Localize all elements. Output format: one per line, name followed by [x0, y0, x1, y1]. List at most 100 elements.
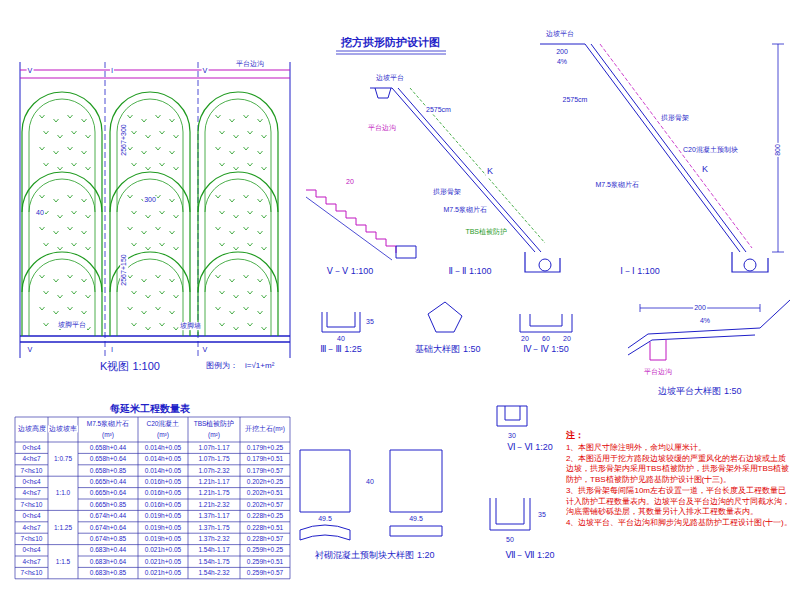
precast-layer [600, 44, 752, 248]
table-cell: 1.07h-2.32 [197, 467, 230, 474]
table-cell: 7<h≤10 [20, 501, 44, 508]
table-cell: 7<h≤10 [20, 467, 44, 474]
drawing-title: 挖方拱形防护设计图 [340, 36, 441, 48]
drawing-label: Ⅴ [202, 346, 209, 354]
drawing-label: Ⅴ [27, 346, 34, 354]
drawing-label: 800 [774, 143, 782, 157]
grass-symbol [40, 195, 91, 250]
toe-wall [20, 336, 290, 342]
drawing-label: Ⅱ－Ⅱ 1:100 [448, 267, 493, 277]
drawing-label: 平台边沟 [643, 368, 673, 376]
arch-frame-inner [29, 179, 95, 292]
table-cell: 0<h≤4 [21, 478, 41, 485]
grass-symbol [216, 115, 267, 170]
grass-symbol [216, 275, 267, 330]
table-cell: 0.683h+0.85 [89, 570, 127, 577]
table-cell: 0.674h+0.64 [89, 524, 127, 531]
table-header: 开挖土石(m³) [244, 425, 286, 432]
table-cell: 0.658h+0.85 [89, 467, 127, 474]
drawing-label: 50 [505, 536, 515, 544]
table-header: (m³) [156, 431, 170, 438]
section-detail [497, 406, 527, 426]
section-cut-line [105, 62, 198, 358]
drawing-label: Ⅲ－Ⅲ 1:25 [319, 345, 362, 355]
table-cell: 0.019h+0.05 [144, 535, 182, 542]
table-cell: 0.228h+0.51 [246, 524, 284, 531]
drawing-label: 边坡平台 [375, 74, 405, 82]
table-cell: 0.014h+0.05 [144, 456, 182, 463]
drawing-label: 图例为： [205, 362, 239, 371]
drawing-label: 20 [345, 178, 355, 186]
grass-symbol [128, 195, 179, 250]
drawing-label: 40 [365, 478, 375, 486]
arch-frame-inner [29, 259, 95, 336]
precast-arc [300, 525, 350, 540]
platform-ditch [20, 70, 290, 78]
drawing-label: 坡脚平台 [57, 321, 87, 329]
drawing-label: Ⅴ [202, 67, 209, 75]
drawing-label: Ⅴ－Ⅴ 1:100 [326, 267, 374, 277]
side-ditch [525, 252, 560, 272]
tbs-layer [410, 88, 545, 243]
table-cell: 1.54h-2.32 [197, 570, 230, 577]
grass-symbol [216, 195, 267, 250]
table-cell: 0.665h+0.64 [89, 490, 127, 497]
note-text: 3、拱形骨架每间隔10m左右设置一道，平台长度及工程数量已计入防护工程数量表内。… [566, 486, 792, 517]
drawing-label: TBS植被防护 [464, 228, 508, 236]
precast-slab [390, 526, 442, 536]
grass-symbol [40, 115, 91, 170]
table-cell: 0.259h+0.25 [246, 547, 284, 554]
table-header: M7.5浆砌片石 [86, 420, 130, 427]
drawing-label: 30 [507, 432, 517, 440]
dimension-line [772, 44, 784, 252]
drawing-label: 拱形骨架 [432, 188, 462, 196]
table-cell: 0.674h+0.85 [89, 535, 127, 542]
table-header: 边坡高度 [17, 425, 47, 432]
table-cell: 0.665h+0.85 [89, 501, 127, 508]
table-cell: 4<h≤7 [21, 524, 41, 531]
drawing-label: 4% [556, 58, 568, 66]
arch-frame-inner [29, 99, 95, 212]
table-cell: 0.016h+0.05 [144, 501, 182, 508]
drain-pipe [744, 259, 756, 271]
foundation-block [396, 246, 416, 258]
table-cell: 1.21h-1.75 [197, 490, 230, 497]
table-cell: 4<h≤7 [21, 490, 41, 497]
drawing-label: M7.5浆砌片石 [594, 181, 640, 189]
platform [540, 44, 585, 45]
table-cell: 0<h≤4 [21, 547, 41, 554]
drain-pipe [539, 259, 551, 271]
table-cell: 7<h≤10 [20, 570, 44, 577]
table-cell: 0.014h+0.05 [144, 467, 182, 474]
drawing-label: K视图 1:100 [99, 360, 161, 372]
drawing-label: 2567+150 [120, 253, 128, 286]
table-cell: 0.019h+0.05 [144, 513, 182, 520]
drawing-label: 基础大样图 1:50 [414, 345, 481, 355]
table-cell: 1.21h-2.32 [197, 501, 230, 508]
grass-symbol [128, 275, 179, 330]
notes-heading: 注： [566, 430, 792, 442]
drawing-label: 35 [537, 511, 547, 519]
table-grid [15, 417, 290, 579]
table-cell: 0.674h+0.44 [89, 513, 127, 520]
drawing-label: 35 [365, 318, 375, 326]
arch-frame [198, 252, 278, 336]
drawing-label: 200 [693, 304, 707, 312]
table-header: 边坡坡率 [48, 425, 78, 432]
precast-block [390, 450, 442, 512]
table-cell: 1.37h-1.17 [197, 513, 230, 520]
drawing-label: 60 [541, 335, 551, 343]
table-cell: 0.021h+0.05 [144, 570, 182, 577]
arch-frame-inner [205, 179, 271, 292]
view-frame [20, 62, 290, 358]
table-cell: 0.202h+0.51 [246, 490, 284, 497]
table-cell: 0.016h+0.05 [144, 478, 182, 485]
drawing-label: M7.5浆砌片石 [442, 206, 488, 214]
notes-block: 注：1、本图尺寸除注明外，余均以厘米计。2、本图适用于挖方路段边坡较缓的严重风化… [566, 430, 792, 530]
section-detail [490, 498, 530, 530]
table-cell: 0.202h+0.57 [246, 501, 284, 508]
table-cell: 0.179h+0.57 [246, 467, 284, 474]
table-cell: 0.021h+0.05 [144, 547, 182, 554]
channel-section [322, 312, 360, 332]
arch-frame [22, 252, 102, 336]
